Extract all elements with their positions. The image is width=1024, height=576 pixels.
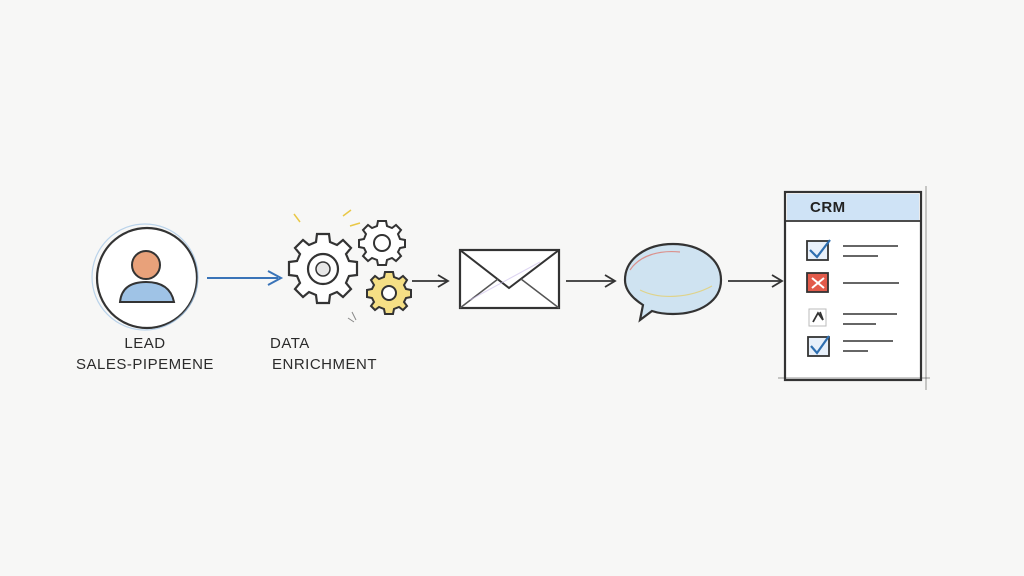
person-icon (91, 223, 199, 331)
enrichment-label: DATA (270, 335, 310, 352)
lead-sublabel: SALES-PIPEMENE (76, 356, 214, 373)
arrow-3 (566, 274, 617, 288)
lead-label: LEAD (124, 335, 166, 352)
checklist-row-3 (808, 308, 897, 327)
arrow-2 (412, 274, 450, 288)
gears-icon (287, 209, 412, 323)
checklist-row-1 (806, 239, 898, 261)
crm-checklist-icon (778, 186, 930, 390)
crm-title: CRM (810, 199, 846, 216)
arrow-1 (207, 270, 284, 286)
arrow-4 (728, 274, 784, 288)
envelope-icon (458, 248, 561, 310)
speech-bubble-icon (623, 242, 723, 323)
enrichment-sublabel: ENRICHMENT (272, 356, 377, 373)
checklist-row-2 (806, 272, 899, 293)
checklist-row-4 (807, 335, 893, 357)
